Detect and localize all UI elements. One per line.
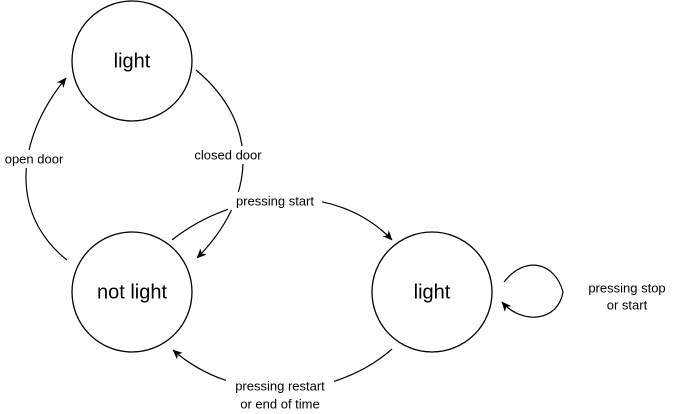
state-not-light: not light [71, 231, 193, 353]
pressing-stop-label-line2: or start [607, 297, 648, 312]
state-light-right: light [371, 231, 493, 353]
state-light-right-circle [371, 231, 493, 353]
state-not-light-label: not light [97, 281, 167, 303]
pressing-start-label: pressing start [236, 193, 314, 208]
open-door-edge [25, 77, 68, 261]
closed-door-label: closed door [194, 147, 262, 162]
state-light-right-label: light [414, 281, 451, 303]
pressing-restart-label-line1: pressing restart [235, 378, 325, 393]
pressing-stop-self-loop-edge [501, 264, 564, 318]
state-light-top: light [71, 0, 193, 122]
pressing-stop-label-line1: pressing stop [588, 280, 665, 295]
state-not-light-circle [71, 231, 193, 353]
pressing-start-label-bg [228, 192, 322, 210]
open-door-label-bg [0, 150, 70, 168]
state-light-top-circle [71, 0, 193, 122]
open-door-label: open door [5, 151, 64, 166]
pressing-restart-label-bg [226, 376, 334, 412]
closed-door-label-bg [187, 146, 269, 164]
state-light-top-label: light [114, 50, 151, 72]
pressing-restart-label-line2: or end of time [240, 396, 320, 411]
